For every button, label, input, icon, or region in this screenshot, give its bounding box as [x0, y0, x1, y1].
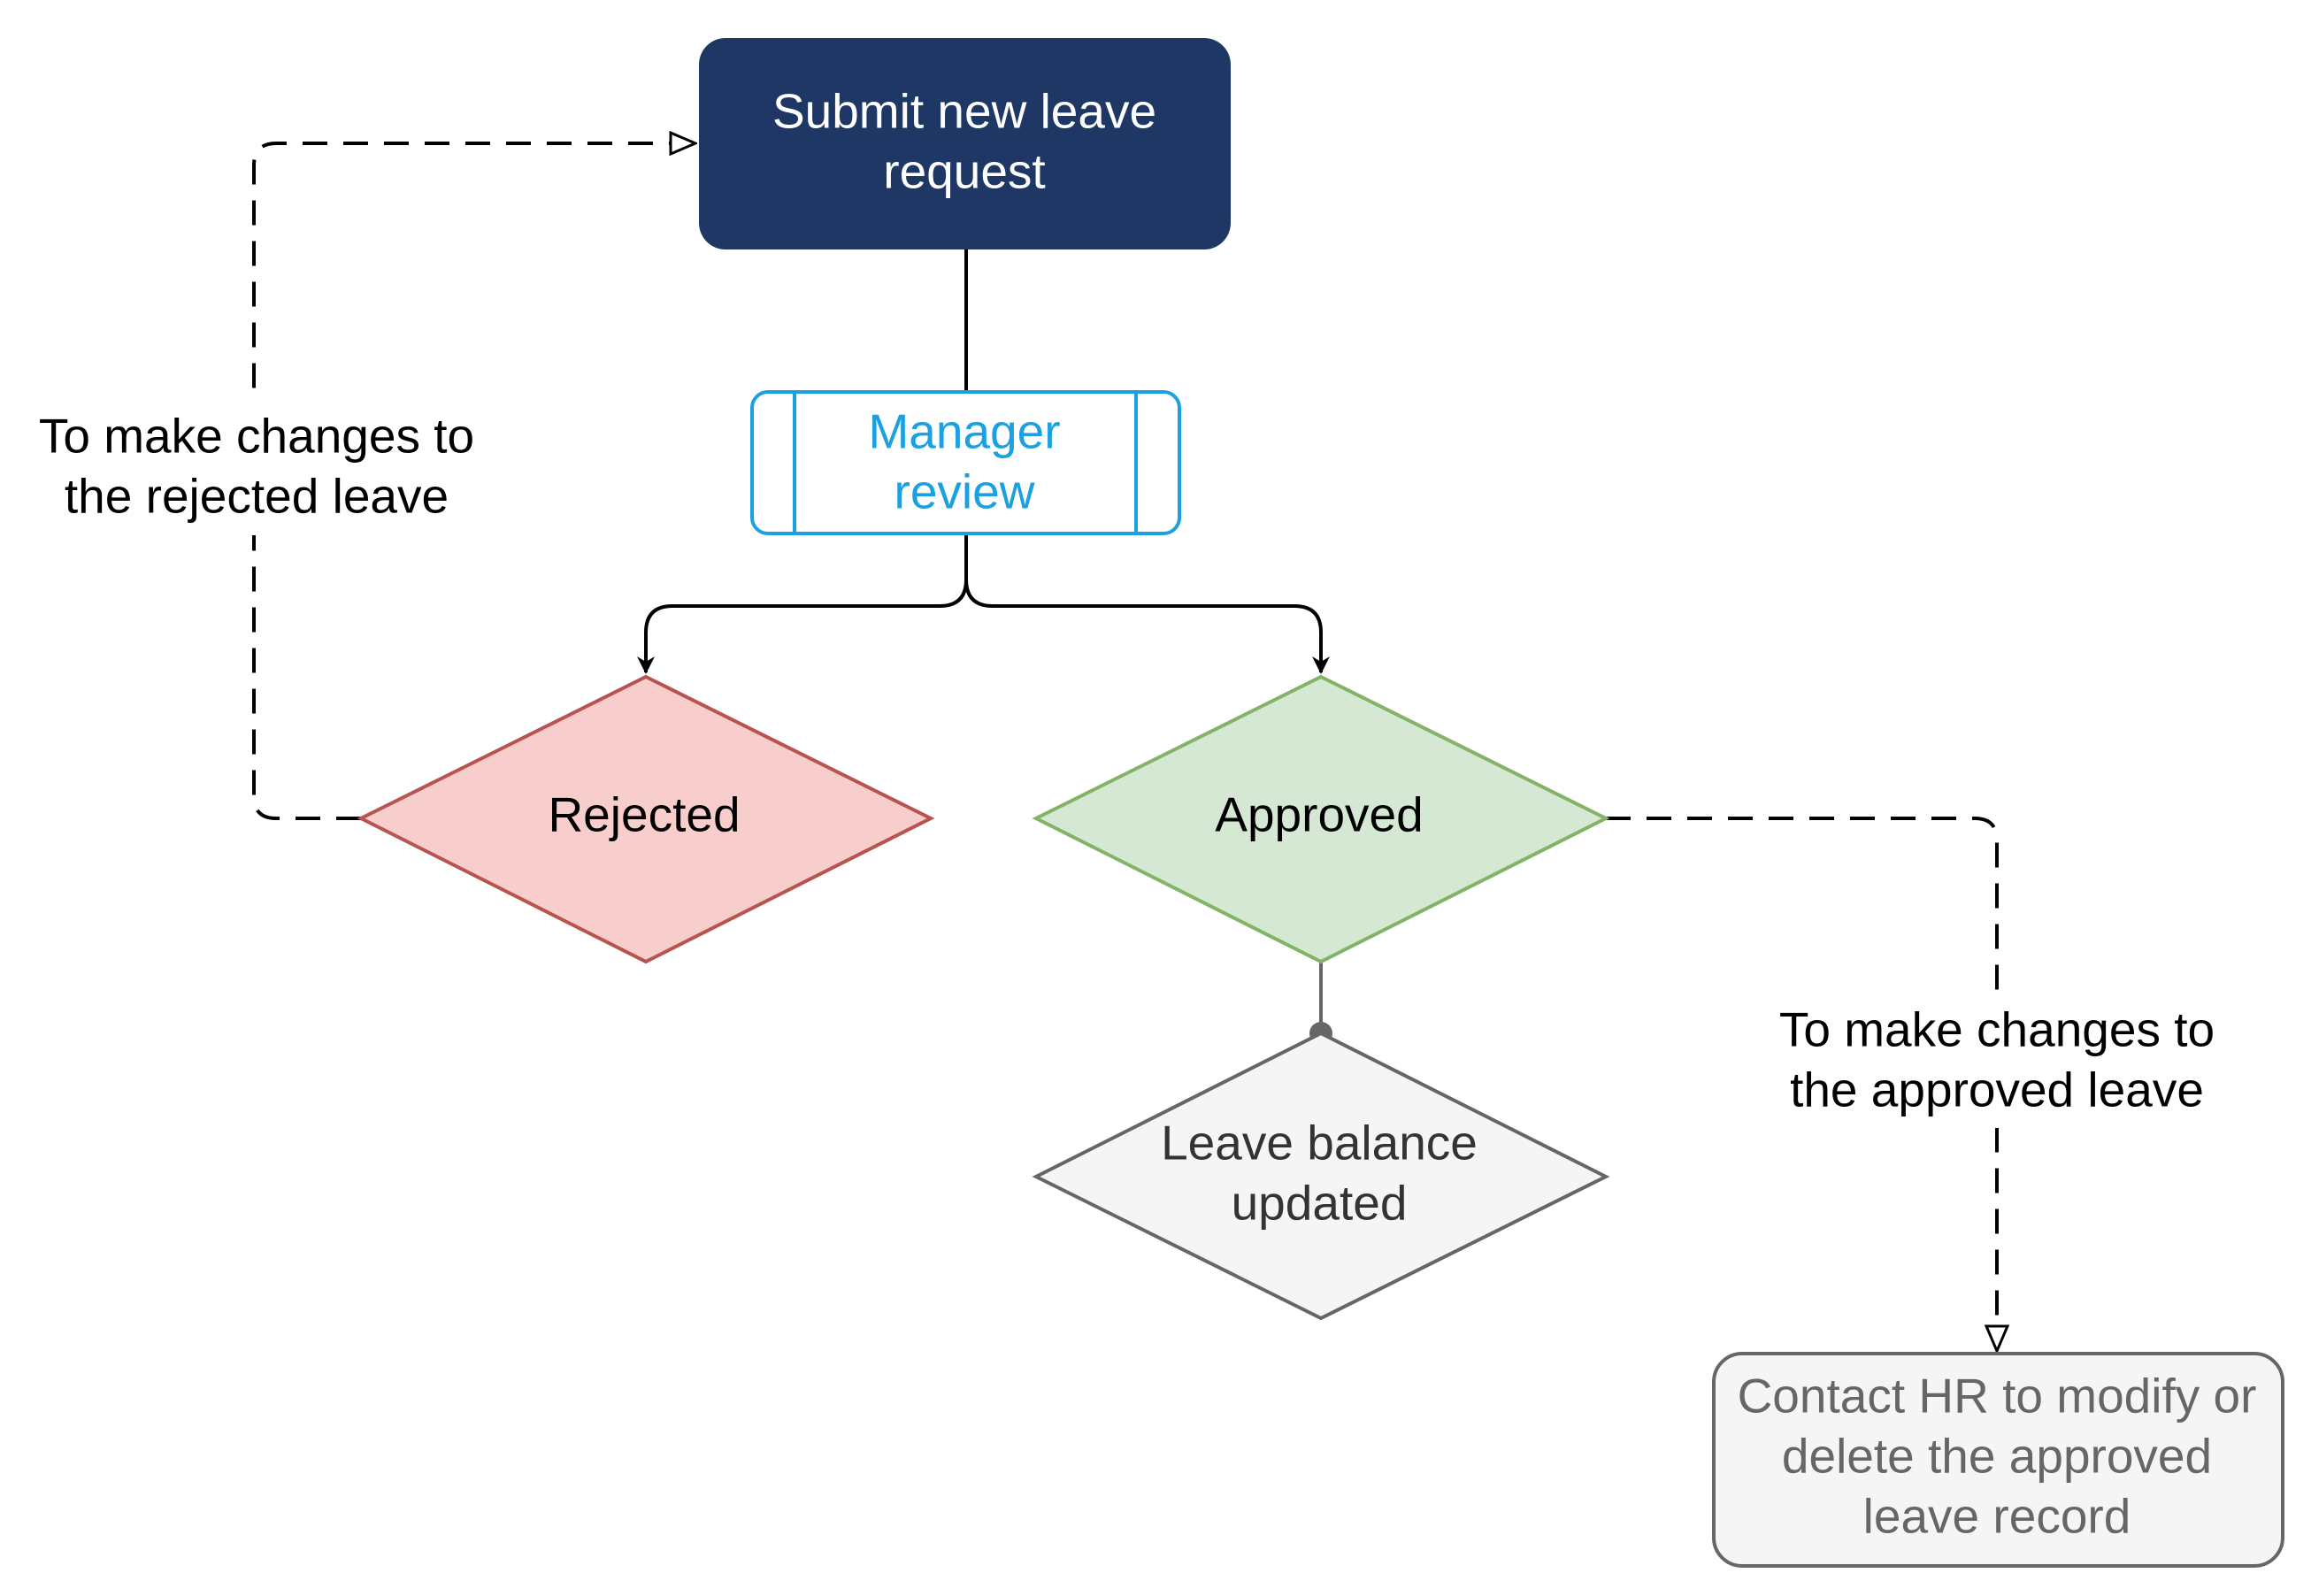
rejected-label: Rejected [548, 787, 740, 842]
edge-label-rejected-loop: To make changes to the rejected leave [27, 403, 487, 535]
contact-hr-line2: delete the approved [1782, 1429, 2212, 1484]
edge-label-approved-path: To make changes to the approved leave [1765, 995, 2230, 1128]
submit-line1: Submit new leave [772, 84, 1156, 139]
approved-label: Approved [1215, 787, 1423, 842]
contact-hr-line1: Contact HR to modify or [1738, 1369, 2257, 1423]
edge-label-rejected-line2: the rejected leave [65, 469, 449, 524]
contact-hr-line3: leave record [1863, 1489, 2131, 1544]
node-contact-hr[interactable]: Contact HR to modify or delete the appro… [1712, 1352, 2284, 1568]
edge-review-to-approved [964, 535, 1330, 674]
edge-approved-to-contact-hr [1606, 817, 1997, 1351]
edge-label-rejected-line1: To make changes to [39, 409, 474, 464]
node-rejected[interactable]: Rejected [357, 674, 935, 964]
edge-label-approved-line1: To make changes to [1779, 1002, 2215, 1057]
node-approved[interactable]: Approved [1032, 674, 1610, 964]
review-line2: review [894, 464, 1035, 519]
node-manager-review[interactable]: Manager review [750, 390, 1181, 535]
edge-label-approved-line2: the approved leave [1790, 1063, 2204, 1117]
node-submit-request[interactable]: Submit new leave request [699, 38, 1231, 249]
submit-line2: request [883, 144, 1045, 199]
balance-line2: updated [1232, 1176, 1408, 1231]
balance-line1: Leave balance [1161, 1116, 1478, 1170]
edge-rejected-loop [252, 143, 695, 820]
edge-review-to-rejected [637, 535, 968, 674]
node-leave-balance-updated[interactable]: Leave balance updated [1032, 1031, 1610, 1321]
review-line1: Manager [868, 404, 1060, 459]
